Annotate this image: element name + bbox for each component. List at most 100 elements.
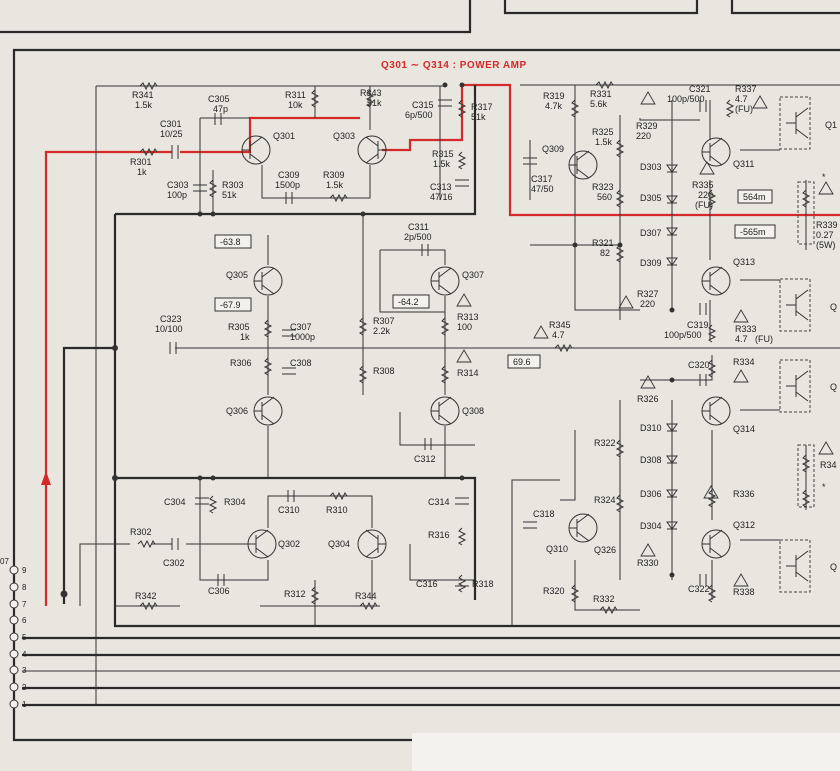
component-ref: C318 — [533, 509, 555, 519]
svg-text:69.6: 69.6 — [513, 357, 531, 367]
component-ref: C322 — [688, 584, 710, 594]
asterisk-note: * — [822, 172, 826, 182]
q306-transistor — [253, 396, 283, 426]
q303-transistor — [357, 135, 387, 165]
bus-upper — [115, 85, 477, 216]
transistor-label: Q307 — [462, 270, 484, 280]
component-value: 220 — [698, 190, 713, 200]
voltage-box: -67.9 — [214, 297, 252, 312]
edge-label: Q1 — [825, 120, 837, 130]
connector-pin[interactable]: 4 — [9, 649, 27, 659]
component-ref: D309 — [640, 258, 662, 268]
connector-pin[interactable]: 2 — [9, 682, 27, 692]
component-value: 2.2k — [373, 326, 391, 336]
transistor-symbols — [241, 135, 731, 559]
transistor-label: Q309 — [542, 144, 564, 154]
component-ref: C321 — [689, 84, 711, 94]
component-ref: R303 — [222, 180, 244, 190]
q304-transistor — [357, 529, 387, 559]
component-ref: R324 — [594, 495, 616, 505]
blank-paper-area — [412, 733, 840, 771]
q311-transistor — [701, 137, 731, 167]
connector-pin[interactable]: 7 — [9, 599, 27, 609]
warning-triangles — [456, 91, 834, 587]
component-ref: C302 — [163, 558, 185, 568]
component-ref: R336 — [733, 489, 755, 499]
component-ref: R321 — [592, 238, 614, 248]
q301-transistor — [241, 135, 271, 165]
component-ref: R334 — [733, 357, 755, 367]
edge-label: (5W) — [816, 240, 836, 250]
component-ref: R314 — [457, 368, 479, 378]
component-value: 560 — [597, 192, 612, 202]
component-value: 1.5k — [595, 137, 613, 147]
component-ref: C323 — [160, 314, 182, 324]
svg-text:7: 7 — [22, 600, 27, 609]
component-ref: R313 — [457, 312, 479, 322]
component-ref: R326 — [637, 394, 659, 404]
connector-pin[interactable]: 6 — [9, 615, 27, 625]
transistor-labels: Q301 Q303 Q305 Q306 Q307 Q308 Q302 Q304 … — [226, 131, 755, 554]
component-ref: D310 — [640, 423, 662, 433]
edge-label: Q — [830, 562, 837, 572]
bus-left-vertical — [113, 214, 840, 628]
component-ref: R320 — [543, 586, 565, 596]
component-ref: C312 — [414, 454, 436, 464]
junction-dots — [60, 82, 675, 598]
component-ref: C308 — [290, 358, 312, 368]
component-ref: R345 — [549, 320, 571, 330]
component-ref: R309 — [323, 170, 345, 180]
component-ref: C317 — [531, 174, 553, 184]
component-value: 100p/500 — [664, 330, 702, 340]
component-ref: D303 — [640, 162, 662, 172]
section-title: Q301 ∼ Q314 : POWER AMP — [381, 60, 527, 71]
transistor-label: Q303 — [333, 131, 355, 141]
component-ref: R302 — [130, 527, 152, 537]
asterisk-note: * — [822, 482, 826, 492]
component-ref: R344 — [355, 591, 377, 601]
q314-transistor — [701, 396, 731, 426]
component-ref: R338 — [733, 587, 755, 597]
component-ref: R307 — [373, 316, 395, 326]
svg-text:3: 3 — [22, 666, 27, 675]
component-value: 10/100 — [155, 324, 183, 334]
component-value: 1.5k — [326, 180, 344, 190]
component-ref: R301 — [130, 157, 152, 167]
component-value: 1.5k — [135, 100, 153, 110]
edge-label: R34 — [820, 460, 837, 470]
transistor-label: Q305 — [226, 270, 248, 280]
upper-frame-left — [0, 0, 472, 34]
transistor-label: Q304 — [328, 539, 350, 549]
component-value: 10k — [288, 100, 303, 110]
component-value: 10/25 — [160, 129, 183, 139]
connector-edge-label: 07 — [0, 557, 9, 566]
component-value: 4.7 — [552, 330, 565, 340]
svg-text:4: 4 — [22, 650, 27, 659]
component-value: 82 — [600, 248, 610, 258]
voltage-callouts: -63.8 -67.9 -64.2 69.6 564m -565m — [214, 189, 776, 369]
component-ref: C307 — [290, 322, 312, 332]
output-device-frames — [779, 96, 815, 593]
edge-label: R339 — [816, 220, 838, 230]
transistor-label: Q302 — [278, 539, 300, 549]
signal-arrow — [41, 471, 51, 485]
component-ref: D306 — [640, 489, 662, 499]
q313-transistor — [701, 266, 731, 296]
connector-pin[interactable]: 9 — [9, 565, 27, 575]
component-value: 100 — [457, 322, 472, 332]
component-ref: C309 — [278, 170, 300, 180]
connector-pin[interactable]: 3 — [9, 665, 27, 675]
component-ref: Q326 — [594, 545, 616, 555]
component-ref: R304 — [224, 497, 246, 507]
component-ref: R322 — [594, 438, 616, 448]
component-ref: D308 — [640, 455, 662, 465]
connector-pin[interactable]: 1 — [9, 699, 27, 709]
transistor-label: Q311 — [733, 159, 754, 169]
connector-pin[interactable]: 5 — [9, 632, 27, 642]
component-ref: R329 — [636, 121, 658, 131]
component-ref: C303 — [167, 180, 189, 190]
component-value: 51k — [471, 112, 486, 122]
connector-pin[interactable]: 8 — [9, 582, 27, 592]
component-ref: R332 — [593, 594, 615, 604]
component-ref: C319 — [687, 320, 709, 330]
